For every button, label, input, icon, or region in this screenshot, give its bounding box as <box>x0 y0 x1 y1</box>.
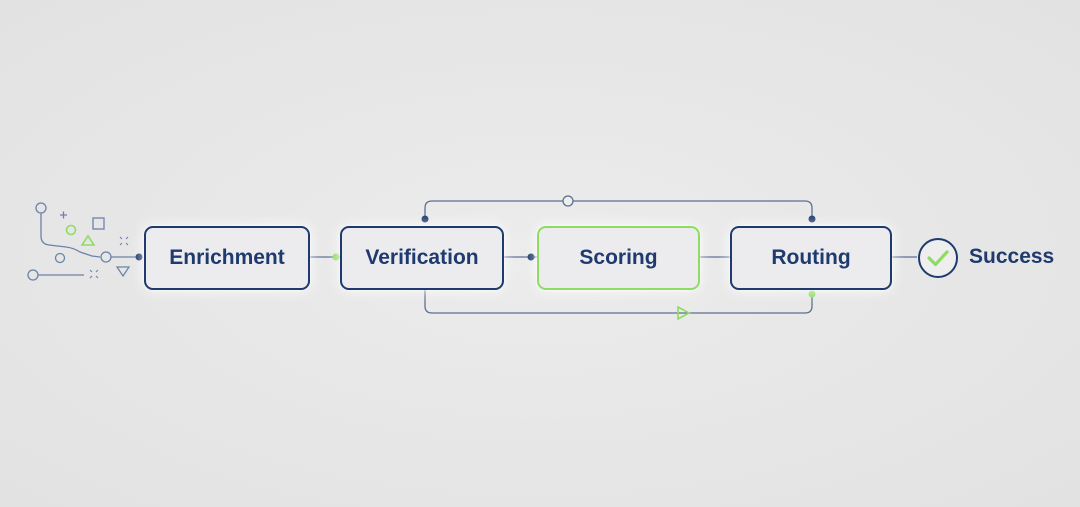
cluster-node-circle <box>27 269 39 281</box>
step-verification[interactable]: Verification <box>340 226 504 290</box>
bottom-path-arrow-icon <box>677 305 691 321</box>
square-icon <box>92 217 105 230</box>
connector-dot <box>527 253 535 261</box>
cluster-node-circle <box>100 251 112 263</box>
top-path-start-dot <box>421 215 429 223</box>
top-path-midpoint-ring <box>562 195 574 207</box>
corner-brackets-icon <box>119 236 129 246</box>
triangle-down-icon <box>115 266 131 278</box>
cluster-branch-line <box>40 213 101 258</box>
top-path-end-dot <box>808 215 816 223</box>
step-routing[interactable]: Routing <box>730 226 892 290</box>
bottom-path-end-dot <box>808 290 816 298</box>
decorative-green-glyphs <box>65 224 96 246</box>
green-ring-icon <box>65 224 77 236</box>
step-label: Verification <box>365 246 479 269</box>
triangle-up-icon <box>80 234 96 246</box>
step-enrichment[interactable]: Enrichment <box>144 226 310 290</box>
cluster-node-circle <box>54 252 66 264</box>
input-anchor-dot <box>135 253 143 261</box>
step-label: Enrichment <box>169 246 285 269</box>
plus-icon <box>60 211 67 219</box>
cluster-node-circle <box>35 202 47 214</box>
step-label: Routing <box>771 246 851 269</box>
success-label: Success <box>969 245 1055 268</box>
decorative-glyph-cluster <box>27 202 138 281</box>
step-label: Scoring <box>579 246 658 269</box>
connector-dot <box>332 253 340 261</box>
top-bypass-path <box>424 200 813 219</box>
checkmark-icon <box>918 238 958 278</box>
bottom-bypass-path <box>424 290 813 314</box>
step-scoring[interactable]: Scoring <box>537 226 700 290</box>
corner-brackets-icon <box>89 269 99 279</box>
